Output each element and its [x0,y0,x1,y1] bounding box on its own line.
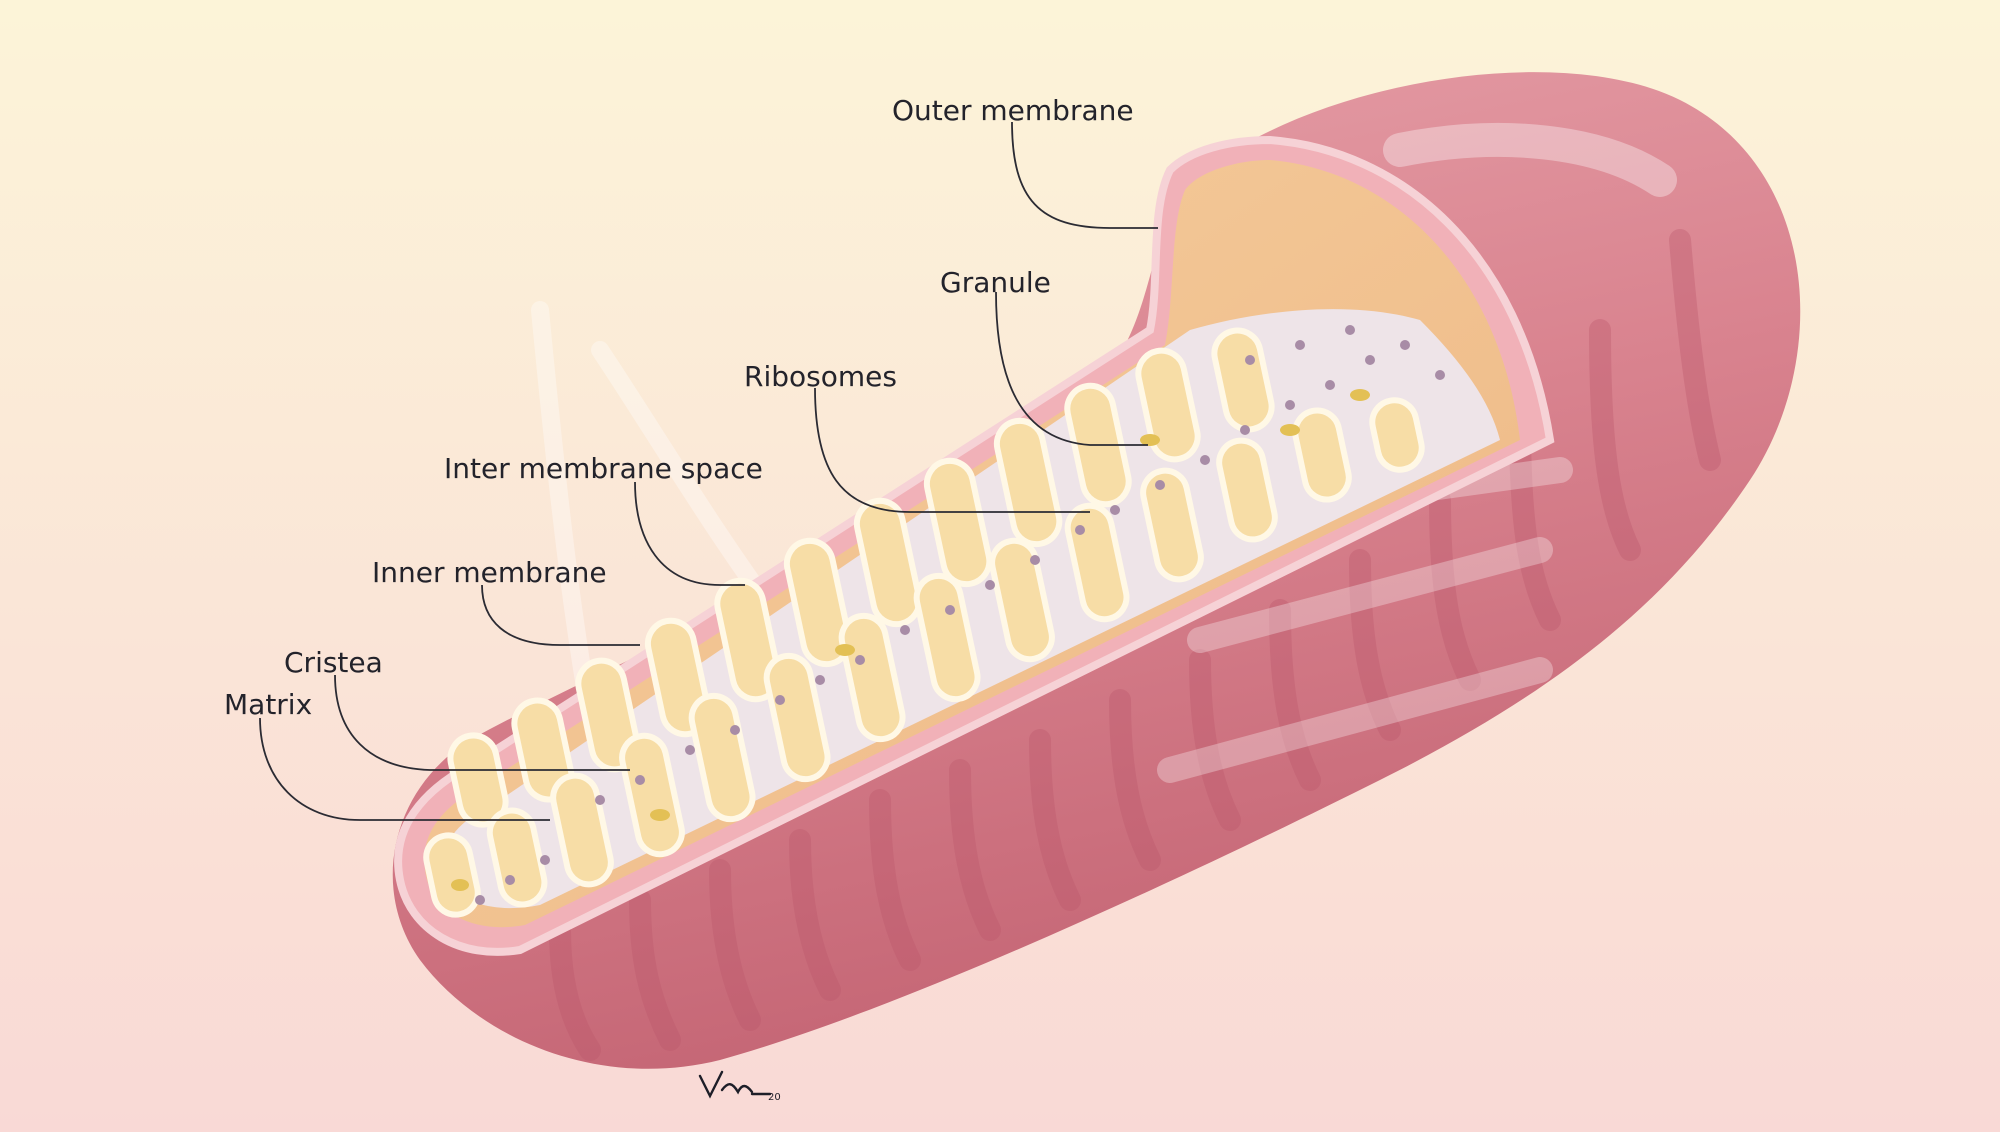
label-inter-membrane-space: Inter membrane space [444,452,763,485]
label-granule: Granule [940,266,1051,299]
artist-signature: 20 [698,1070,781,1103]
leader-lines [259,121,1158,821]
leader-matrix [259,717,550,821]
leader-cristea [334,674,630,771]
leader-granule [995,291,1148,446]
leader-inter-membrane-space [634,481,745,586]
svg-text:20: 20 [768,1092,781,1103]
leader-ribosomes [814,387,1090,513]
leader-outer-membrane [1011,121,1158,229]
ribosomes [475,325,1445,905]
label-inner-membrane: Inner membrane [372,556,607,589]
label-ribosomes: Ribosomes [744,360,897,393]
granules [451,389,1370,891]
label-outer-membrane: Outer membrane [892,94,1134,127]
cristae-upper [447,327,1275,828]
leader-inner-membrane [481,584,640,646]
label-matrix: Matrix [224,688,312,721]
outer-membrane-ridges [549,229,1721,1061]
label-cristea: Cristea [284,646,383,679]
membrane-highlight [1383,123,1677,197]
